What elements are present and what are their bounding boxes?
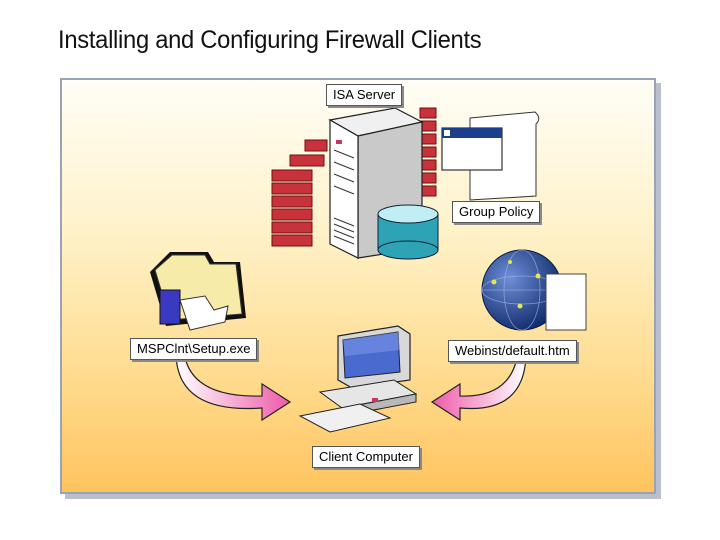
client-computer-label: Client Computer	[312, 446, 420, 468]
isa-server-label: ISA Server	[326, 84, 403, 106]
page-title: Installing and Configuring Firewall Clie…	[58, 26, 482, 54]
left-curved-arrow	[175, 351, 292, 422]
folder-icon	[150, 252, 246, 331]
right-curved-arrow	[430, 351, 527, 422]
globe-icon	[481, 249, 587, 331]
computer-icon	[298, 325, 418, 433]
database-icon	[377, 204, 439, 260]
group-policy-label: Group Policy	[452, 201, 541, 223]
document-window-icon	[441, 111, 540, 201]
webinst-label: Webinst/default.htm	[448, 340, 577, 362]
setup-exe-label: MSPClnt\Setup.exe	[130, 338, 258, 360]
